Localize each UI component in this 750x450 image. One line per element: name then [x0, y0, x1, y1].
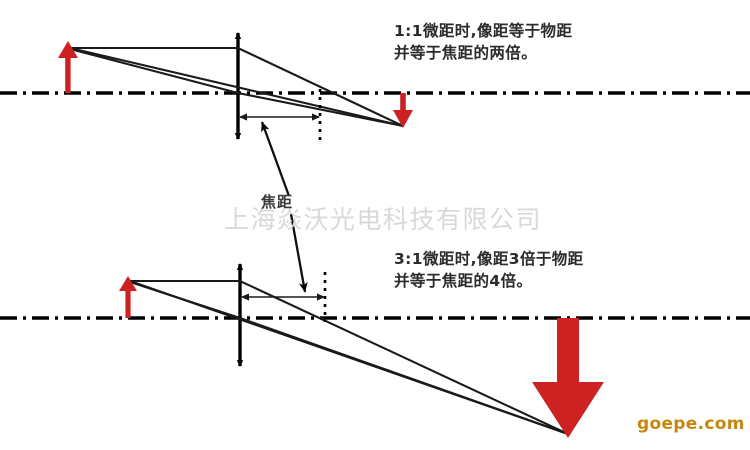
site-watermark: goepe.com	[637, 414, 745, 434]
ray-chief-ext-lower	[239, 317, 569, 435]
company-watermark: 上海焱沃光电科技有限公司	[224, 205, 543, 234]
ray-center-upper	[69, 46, 404, 128]
object-arrow-upper	[58, 41, 78, 93]
diagram-macro-3-to-1	[0, 263, 750, 438]
caption-1-to-1: 1:1微距时,像距等于物距 并等于焦距的两倍。	[394, 22, 573, 62]
ray-parallel-lower	[130, 279, 569, 435]
focal-label-leader-up	[260, 121, 291, 197]
image-arrow-upper	[393, 93, 413, 128]
focal-label-leader-down	[289, 213, 308, 293]
ray-parallel-upper	[70, 46, 404, 127]
focal-length-label: 焦距	[261, 193, 294, 211]
object-arrow-lower	[119, 276, 137, 318]
ray-chief-lower	[129, 281, 241, 319]
caption-3-to-1: 3:1微距时,像距3倍于物距 并等于焦距的4倍。	[394, 250, 584, 290]
ray-chief-upper	[69, 47, 239, 95]
ray-chief-ext-upper	[237, 91, 404, 128]
image-arrow-lower	[532, 318, 604, 438]
diagram-macro-1-to-1	[0, 32, 750, 140]
